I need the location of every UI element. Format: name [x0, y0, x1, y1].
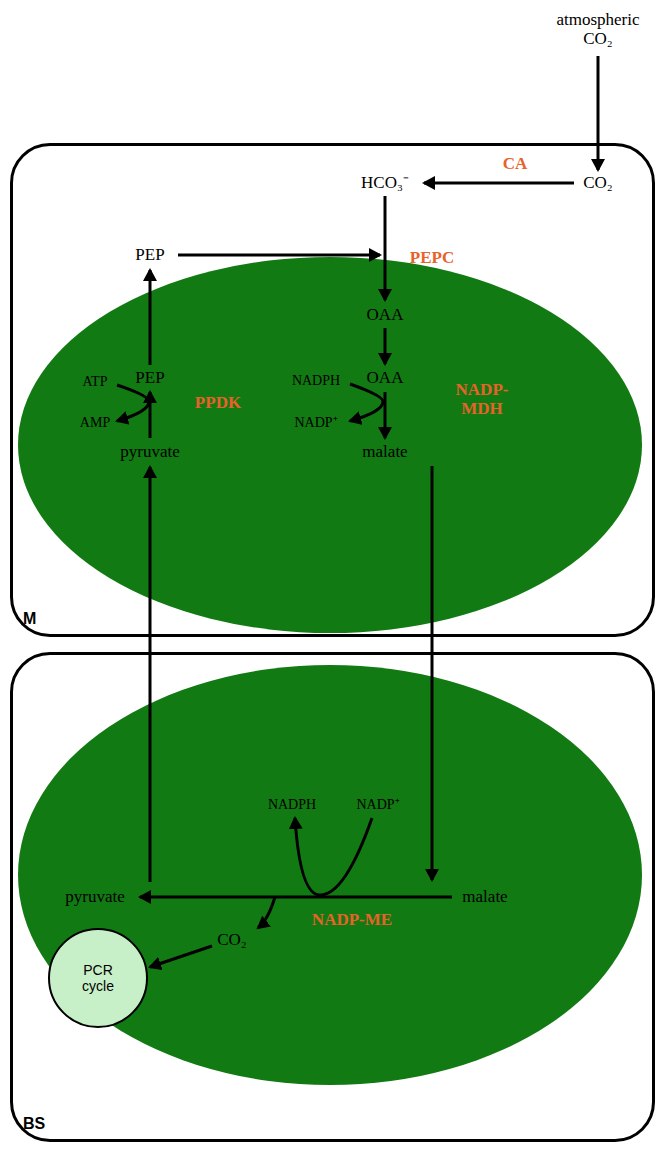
chloroplast [18, 257, 642, 633]
cofactor-arrow [350, 384, 383, 421]
cofactor: NADPH [292, 373, 340, 388]
cell-label: BS [23, 1115, 45, 1133]
flux-arrow [140, 896, 452, 899]
cofactor-arrow [295, 818, 372, 895]
flux-arrow [384, 196, 387, 300]
flux-arrow [597, 56, 600, 170]
flux-arrow [384, 328, 387, 364]
cofactor-arrow [117, 385, 149, 421]
metabolite: malate [362, 443, 407, 462]
flux-arrow [178, 254, 380, 257]
cofactor: NADPH [268, 797, 316, 812]
metabolite: pyruvate [65, 888, 124, 907]
metabolite: CO₂ [583, 174, 613, 193]
cofactor: NADP⁺ [356, 797, 399, 812]
flux-arrow [384, 392, 387, 438]
metabolite: pyruvate [120, 443, 179, 462]
metabolite: HCO₃⁻ [361, 174, 409, 193]
enzyme-name: PEPC [410, 249, 454, 268]
enzyme-name: NADP-MDH [447, 381, 517, 418]
metabolite: PEP [135, 246, 164, 265]
text-label: atmospheric CO₂ [548, 11, 648, 48]
chloroplast [18, 665, 642, 1085]
cell-label: M [23, 610, 36, 628]
cofactor: AMP [80, 415, 110, 430]
cofactor: NADP⁺ [294, 415, 337, 430]
flux-arrow [431, 466, 434, 880]
flux-arrow [424, 182, 574, 185]
enzyme-name: PPDK [195, 394, 241, 413]
metabolite: OAA [367, 369, 404, 388]
mesophyll-cell: M [10, 143, 655, 637]
flux-arrow [258, 897, 275, 928]
metabolite: malate [462, 888, 507, 907]
metabolite: CO₂ [217, 931, 247, 950]
flux-arrow [149, 467, 152, 882]
metabolite: OAA [367, 306, 404, 325]
cofactor: ATP [83, 374, 108, 389]
cycle-label: PCR cycle [68, 962, 128, 994]
enzyme-name: NADP-ME [312, 911, 392, 930]
metabolite: PEP [135, 369, 164, 388]
pcr-cycle-circle: PCR cycle [48, 928, 148, 1028]
flux-arrow [150, 946, 212, 967]
enzyme-name: CA [503, 155, 528, 174]
flux-arrow [149, 270, 152, 365]
